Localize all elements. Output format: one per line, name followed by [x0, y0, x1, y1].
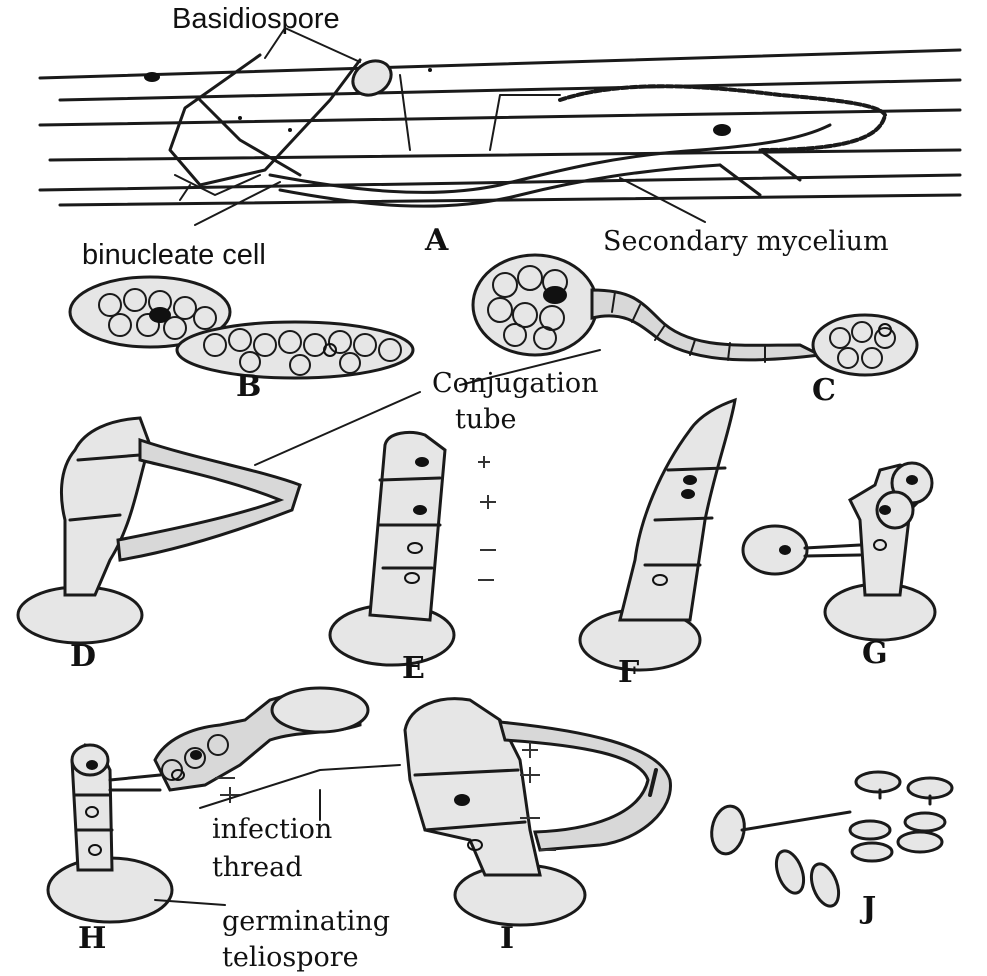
- panel-g-promycelium: [743, 463, 935, 640]
- label-thread: thread: [212, 852, 303, 883]
- panel-label-j: J: [859, 891, 876, 926]
- panel-label-a: A: [424, 223, 449, 258]
- panel-b-cells: [70, 277, 413, 378]
- panel-label-d: D: [70, 639, 96, 674]
- label-tube: tube: [455, 404, 517, 435]
- label-secondary-mycelium: Secondary mycelium: [603, 226, 889, 257]
- panel-j-spores: [708, 772, 952, 910]
- panel-h-promycelium: [48, 688, 400, 922]
- panel-a-host-tissue: [40, 28, 960, 225]
- label-teliospore: teliospore: [222, 942, 359, 973]
- label-binucleate-cell: binucleate cell: [82, 239, 266, 271]
- panel-label-f: F: [618, 655, 639, 690]
- panel-f-promycelium: [580, 400, 735, 670]
- panel-e-promycelium: [330, 432, 496, 665]
- panel-label-h: H: [78, 921, 106, 956]
- panel-label-b: B: [236, 369, 261, 404]
- label-conjugation: Conjugation: [432, 368, 599, 399]
- panel-i-promycelium: [405, 699, 670, 925]
- panel-d-promycelium: [18, 392, 420, 643]
- label-germinating: germinating: [222, 906, 390, 937]
- label-infection: infection: [212, 814, 332, 845]
- panel-c-cells: [460, 255, 917, 385]
- panel-label-g: G: [862, 636, 888, 671]
- panel-label-e: E: [402, 651, 425, 686]
- panel-label-i: I: [500, 921, 514, 956]
- panel-label-c: C: [812, 373, 836, 408]
- label-basidiospore: Basidiospore: [172, 3, 340, 35]
